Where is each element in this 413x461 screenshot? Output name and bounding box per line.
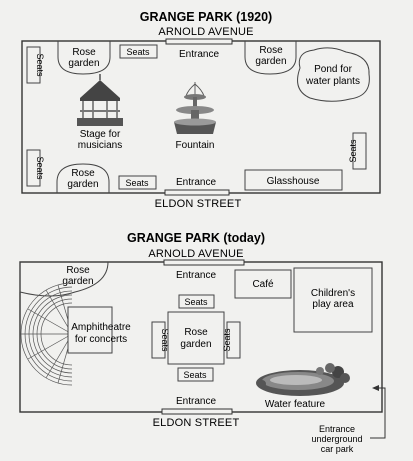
map-today-play-area-line1: Children's — [311, 288, 355, 299]
map-1920-seats-bottom: Seats — [125, 178, 149, 188]
map-today-seats-top: Seats — [184, 297, 208, 307]
map-1920-rose-tr-line2: garden — [255, 56, 286, 67]
map-today-water-feature: Water feature — [265, 399, 326, 410]
map-today-entrance-bottom: Entrance — [176, 396, 216, 407]
map-1920-seats-right: Seats — [348, 139, 358, 163]
map-today-rose-corner-line2: garden — [62, 276, 93, 287]
map-1920-glasshouse-box — [244, 169, 343, 191]
map-1920-south-street: ELDON STREET — [155, 198, 242, 210]
map-today-rose-center-line1: Rose — [184, 327, 208, 338]
map-today-seats-right-box — [226, 321, 241, 359]
map-today-seats-bottom-box — [177, 367, 214, 382]
map-1920-rose-tl-line2: garden — [68, 58, 99, 69]
map-1920-seats-top-box — [119, 44, 158, 59]
map-today-rose-garden-corner — [19, 261, 109, 297]
map-1920-rose-garden-top-left — [57, 41, 111, 75]
water-feature-icon — [256, 363, 350, 396]
map-1920-stage-line2: musicians — [78, 140, 122, 151]
fountain-icon — [174, 82, 216, 134]
map-today-north-street: ARNOLD AVENUE — [148, 248, 243, 260]
amphitheatre-icon — [20, 282, 113, 386]
map-1920-glasshouse: Glasshouse — [267, 176, 320, 187]
map-1920-rose-garden-bottom-left — [56, 163, 110, 193]
map-today-play-area-box — [293, 267, 373, 333]
map-1920-fountain: Fountain — [176, 140, 215, 151]
map-1920-entrance-bottom-gate — [164, 189, 230, 196]
map-1920-seats-left-bottom-box — [26, 149, 41, 187]
map-1920-rose-garden-top-right — [244, 41, 297, 75]
map-today-seats-left: Seats — [160, 328, 170, 352]
map-today-seats-right: Seats — [222, 328, 232, 352]
map-1920-rose-bl-line1: Rose — [71, 168, 95, 179]
map-1920-title: GRANGE PARK (1920) — [140, 10, 272, 24]
map-1920-pond — [297, 47, 370, 102]
map-1920-seats-left-bottom: Seats — [35, 156, 45, 180]
map-today-seats-top-box — [178, 294, 215, 309]
map-1920-entrance-top: Entrance — [179, 49, 219, 60]
map-1920-rose-bl-line2: garden — [67, 179, 98, 190]
map-1920-entrance-bottom: Entrance — [176, 177, 216, 188]
map-today: GRANGE PARK (today) ARNOLD AVENUE Entran… — [19, 231, 386, 454]
bandstand-icon — [77, 74, 123, 126]
map-1920-entrance-top-gate — [165, 38, 233, 45]
map-1920-pond-line1: Pond for — [314, 64, 352, 75]
map-today-cafe-box — [234, 269, 292, 299]
map-today-play-area-line2: play area — [312, 299, 354, 310]
map-1920-seats-right-box — [352, 132, 367, 170]
map-1920-rose-tr-line1: Rose — [259, 45, 283, 56]
map-today-seats-bottom: Seats — [183, 370, 207, 380]
map-today-amphitheatre-line2: for concerts — [75, 334, 127, 345]
map-today-rose-center-line2: garden — [180, 339, 211, 350]
map-today-entrance-top: Entrance — [176, 270, 216, 281]
map-today-rose-corner-line1: Rose — [66, 265, 90, 276]
map-today-entrance-bottom-gate — [161, 408, 233, 415]
map-today-cafe: Café — [252, 279, 274, 290]
map-1920: GRANGE PARK (1920) ARNOLD AVENUE Entranc… — [21, 10, 381, 210]
map-today-seats-left-box — [151, 321, 166, 359]
map-1920-seats-left-top: Seats — [35, 53, 45, 77]
map-today-car-park-line1: Entrance — [319, 424, 355, 434]
map-today-south-street: ELDON STREET — [153, 417, 240, 429]
car-park-arrow-icon — [370, 385, 386, 439]
map-1920-seats-bottom-box — [118, 175, 157, 190]
map-today-car-park-line2: underground — [311, 434, 362, 444]
map-1920-rose-tl-line1: Rose — [72, 47, 96, 58]
map-1920-stage-line1: Stage for — [80, 129, 121, 140]
map-today-rose-garden-center-box — [167, 311, 225, 365]
map-today-title: GRANGE PARK (today) — [127, 231, 265, 245]
map-1920-pond-line2: water plants — [305, 76, 360, 87]
map-1920-north-street: ARNOLD AVENUE — [158, 26, 253, 38]
map-today-amphitheatre-line1: Amphitheatre — [71, 322, 131, 333]
map-1920-seats-left-top-box — [26, 46, 41, 84]
map-today-entrance-top-gate — [163, 259, 245, 266]
map-1920-seats-top: Seats — [126, 47, 150, 57]
map-today-car-park-line3: car park — [321, 444, 354, 454]
